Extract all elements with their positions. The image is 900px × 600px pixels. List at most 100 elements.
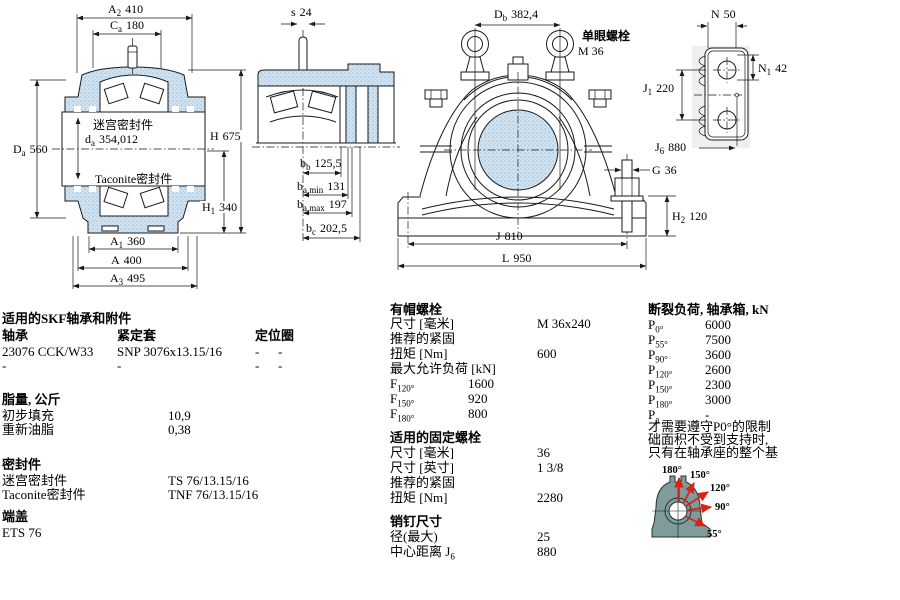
fixbolt-title: 适用的固定螺栓	[390, 430, 482, 445]
section-title: 适用的SKF轴承和附件	[2, 311, 132, 326]
breaking-load-section: 断裂负荷, 轴承箱, kN P0° 6000 P55° 7500 P90° 36…	[648, 300, 898, 570]
pload-value: 7500	[705, 332, 731, 347]
angle-label: 55°	[707, 529, 722, 540]
spec-row: 中心距离 J6 880	[390, 545, 557, 561]
spec-label: 径(最大)	[390, 529, 438, 544]
spec-row: 扭矩 [Nm] 600	[390, 346, 557, 361]
bearing-cell: -	[2, 358, 7, 373]
load-value: 920	[468, 391, 488, 406]
pload-symbol: P	[648, 407, 656, 422]
table-header: 轴承 紧定套 定位圈	[2, 329, 294, 342]
pload-symbol: P	[648, 392, 656, 407]
pload-row: P180° 3000	[648, 392, 731, 409]
endcover-value: ETS 76	[2, 525, 42, 540]
pload-row: P150° 2300	[648, 378, 731, 394]
bearing-cell: 23076 CCK/W33	[2, 344, 94, 359]
spec-row: 尺寸 [毫米] 36	[390, 446, 550, 459]
table-row: 23076 CCK/W33 SNP 3076x13.15/16 - -	[2, 344, 282, 359]
spec-row: 扭矩 [Nm] 2280	[390, 491, 563, 504]
angle-label: 150°	[690, 470, 710, 481]
col-ring: 定位圈	[255, 328, 295, 343]
grease-title: 脂量, 公斤	[2, 392, 61, 407]
load-row: F150° 920	[390, 391, 488, 408]
pload-value: 2600	[705, 362, 731, 377]
seal-row: 迷宫密封件 TS 76/13.15/16	[2, 473, 249, 488]
load-title: 断裂负荷, 轴承箱, kN	[648, 302, 769, 317]
load-row: F120° 1600	[390, 376, 494, 393]
col-sleeve: 紧定套	[117, 328, 157, 343]
spec-row: 尺寸 [英寸] 1 3/8	[390, 460, 563, 475]
spec-row: 推荐的紧固	[390, 476, 455, 489]
eyebolt-label: 单眼螺栓	[582, 28, 630, 43]
spec-row: 推荐的紧固	[390, 332, 455, 345]
grease-row: 重新油脂 0,38	[2, 423, 191, 436]
bolts-section: 有帽螺栓 尺寸 [毫米] M 36x240 推荐的紧固 扭矩 [Nm] 600 …	[390, 300, 650, 570]
spec-value: 600	[537, 346, 557, 361]
load-direction-arrows	[674, 476, 713, 527]
pload-symbol: P	[648, 332, 656, 347]
spec-label: 尺寸 [英寸]	[390, 460, 454, 475]
pload-value: 3600	[705, 347, 731, 362]
load-symbol: F	[390, 391, 398, 406]
seal-title: 密封件	[2, 457, 42, 472]
pload-value: -	[705, 407, 710, 422]
spec-row: 最大允许负荷 [kN]	[390, 362, 496, 375]
pload-sub: 90°	[655, 354, 668, 365]
eyebolt-size-label: M 36	[578, 44, 604, 58]
pload-value: 2300	[705, 377, 731, 392]
pload-sub: a	[655, 414, 660, 425]
endcover-title: 端盖	[2, 509, 29, 524]
pin-title: 销钉尺寸	[390, 514, 443, 529]
ring-cell: -	[278, 358, 283, 373]
grease-value: 0,38	[168, 422, 191, 437]
pload-row: P90° 3600	[648, 348, 731, 364]
bearing-accessories-section: 适用的SKF轴承和附件 轴承 紧定套 定位圈 23076 CCK/W33 SNP…	[2, 312, 322, 552]
note-line: 才需要遵守P0°的限制	[648, 419, 771, 434]
pload-sub: 55°	[655, 339, 668, 350]
ring-cell: -	[255, 358, 260, 373]
spec-value: 880	[537, 544, 557, 559]
seal-value: TS 76/13.15/16	[168, 473, 249, 488]
seal-label: 迷宫密封件	[2, 473, 68, 488]
load-symbol: F	[390, 376, 398, 391]
table-row: - - - -	[2, 358, 282, 373]
seal-row: Taconite密封件 TNF 76/13.15/16	[2, 488, 258, 501]
spec-label: 尺寸 [毫米]	[390, 316, 454, 331]
grease-label: 初步填充	[2, 408, 55, 423]
mini-housing	[651, 475, 711, 538]
pload-value: 3000	[705, 392, 731, 407]
load-value: 800	[468, 406, 488, 421]
pload-sub: 180°	[655, 399, 673, 410]
taconite-seal-label: Taconite密封件	[95, 171, 172, 186]
pload-row: P55° 7500	[648, 332, 731, 349]
spec-value: M 36x240	[537, 316, 591, 331]
pload-sub: 120°	[655, 369, 673, 380]
pload-row: P120° 2600	[648, 363, 731, 379]
ring-cell: -	[255, 344, 260, 359]
sleeve-cell: SNP 3076x13.15/16	[117, 344, 222, 359]
note-line: 只有在轴承座的整个基	[648, 445, 779, 460]
angle-label: 120°	[710, 483, 730, 494]
load-value: 1600	[468, 376, 494, 391]
spec-label: 扭矩 [Nm]	[390, 346, 448, 361]
